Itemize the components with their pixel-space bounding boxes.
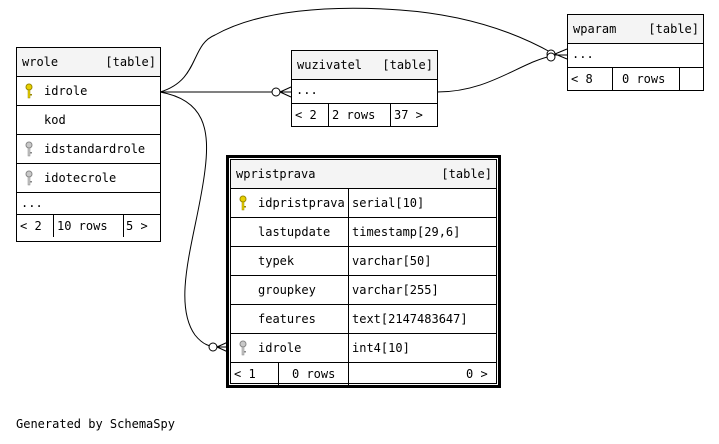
column-name: idotecrole	[44, 171, 117, 185]
more-columns: ...	[296, 83, 318, 97]
table-footer: < 2 10 rows 5 >	[17, 215, 160, 237]
column-type: varchar[50]	[352, 254, 432, 268]
column-name: typek	[258, 254, 295, 268]
row-count: 2 rows	[332, 108, 376, 122]
column-type: int4[10]	[352, 341, 410, 355]
table-wuzivatel[interactable]: wuzivatel [table] ... < 2 2 rows 37 >	[291, 50, 438, 127]
row-count: 10 rows	[57, 219, 108, 233]
foreign-key-icon	[25, 141, 33, 157]
column-row[interactable]: features text[2147483647]	[231, 305, 496, 334]
column-type: timestamp[29,6]	[352, 225, 461, 239]
row-count: 0 rows	[622, 72, 666, 86]
table-kind: [table]	[441, 167, 492, 181]
column-name: idrole	[44, 84, 88, 98]
table-name: wparam	[573, 22, 617, 36]
table-name: wrole	[22, 55, 59, 69]
column-type: serial[10]	[352, 196, 425, 210]
zero-marker	[271, 87, 281, 97]
column-row[interactable]: kod	[17, 106, 160, 135]
more-columns: ...	[572, 47, 594, 61]
zero-marker	[208, 342, 218, 352]
column-row[interactable]: idotecrole	[17, 164, 160, 193]
children-count[interactable]: 37 >	[394, 108, 423, 122]
more-columns-row: ...	[17, 193, 160, 215]
table-footer: < 8 0 rows	[568, 68, 703, 90]
column-row[interactable]: groupkey varchar[255]	[231, 276, 496, 305]
column-name: features	[258, 312, 316, 326]
zero-marker	[546, 52, 556, 62]
column-row[interactable]: typek varchar[50]	[231, 247, 496, 276]
parents-count[interactable]: < 8	[571, 72, 593, 86]
foreign-key-icon	[239, 340, 247, 356]
table-kind: [table]	[648, 22, 699, 36]
column-type: varchar[255]	[352, 283, 439, 297]
column-row[interactable]: idrole	[17, 77, 160, 106]
children-count[interactable]: 5 >	[126, 219, 148, 233]
more-columns-row: ...	[568, 44, 703, 68]
table-kind: [table]	[382, 58, 433, 72]
column-name: groupkey	[258, 283, 316, 297]
more-columns: ...	[21, 196, 43, 210]
table-header: wparam [table]	[568, 15, 703, 44]
table-name: wuzivatel	[297, 58, 363, 72]
column-name: idpristprava	[258, 196, 345, 210]
table-header: wpristprava [table]	[231, 160, 496, 189]
edge-wparam-wuzivatel	[436, 55, 553, 93]
table-footer: < 1 0 rows 0 >	[231, 363, 496, 385]
table-header: wuzivatel [table]	[292, 51, 437, 80]
column-name: idstandardrole	[44, 142, 146, 156]
table-name: wpristprava	[236, 167, 316, 181]
more-columns-row: ...	[292, 80, 437, 104]
parents-count[interactable]: < 2	[295, 108, 317, 122]
column-row[interactable]: idrole int4[10]	[231, 334, 496, 363]
children-count[interactable]: 0 >	[466, 367, 488, 381]
column-type: text[2147483647]	[352, 312, 468, 326]
table-wpristprava[interactable]: wpristprava [table] idpristprava serial[…	[226, 155, 501, 388]
column-name: kod	[44, 113, 66, 127]
parents-count[interactable]: < 2	[20, 219, 42, 233]
crowfoot-marker	[554, 48, 568, 60]
column-row[interactable]: idstandardrole	[17, 135, 160, 164]
table-header: wrole [table]	[17, 48, 160, 77]
parents-count[interactable]: < 1	[234, 367, 256, 381]
foreign-key-icon	[25, 170, 33, 186]
column-name: lastupdate	[258, 225, 331, 239]
crowfoot-marker	[279, 86, 292, 98]
column-row[interactable]: idpristprava serial[10]	[231, 189, 496, 218]
edge-wparam-wrole	[159, 7, 553, 93]
primary-key-icon	[25, 83, 33, 99]
row-count: 0 rows	[292, 367, 336, 381]
column-row[interactable]: lastupdate timestamp[29,6]	[231, 218, 496, 247]
column-name: idrole	[258, 341, 302, 355]
edge-wpristprava-wrole	[159, 91, 221, 348]
table-wrole[interactable]: wrole [table] idrole kod idstandardrole …	[16, 47, 161, 242]
table-kind: [table]	[105, 55, 156, 69]
table-footer: < 2 2 rows 37 >	[292, 104, 437, 126]
generated-by-text: Generated by SchemaSpy	[16, 417, 175, 431]
table-wparam[interactable]: wparam [table] ... < 8 0 rows	[567, 14, 704, 91]
primary-key-icon	[239, 195, 247, 211]
